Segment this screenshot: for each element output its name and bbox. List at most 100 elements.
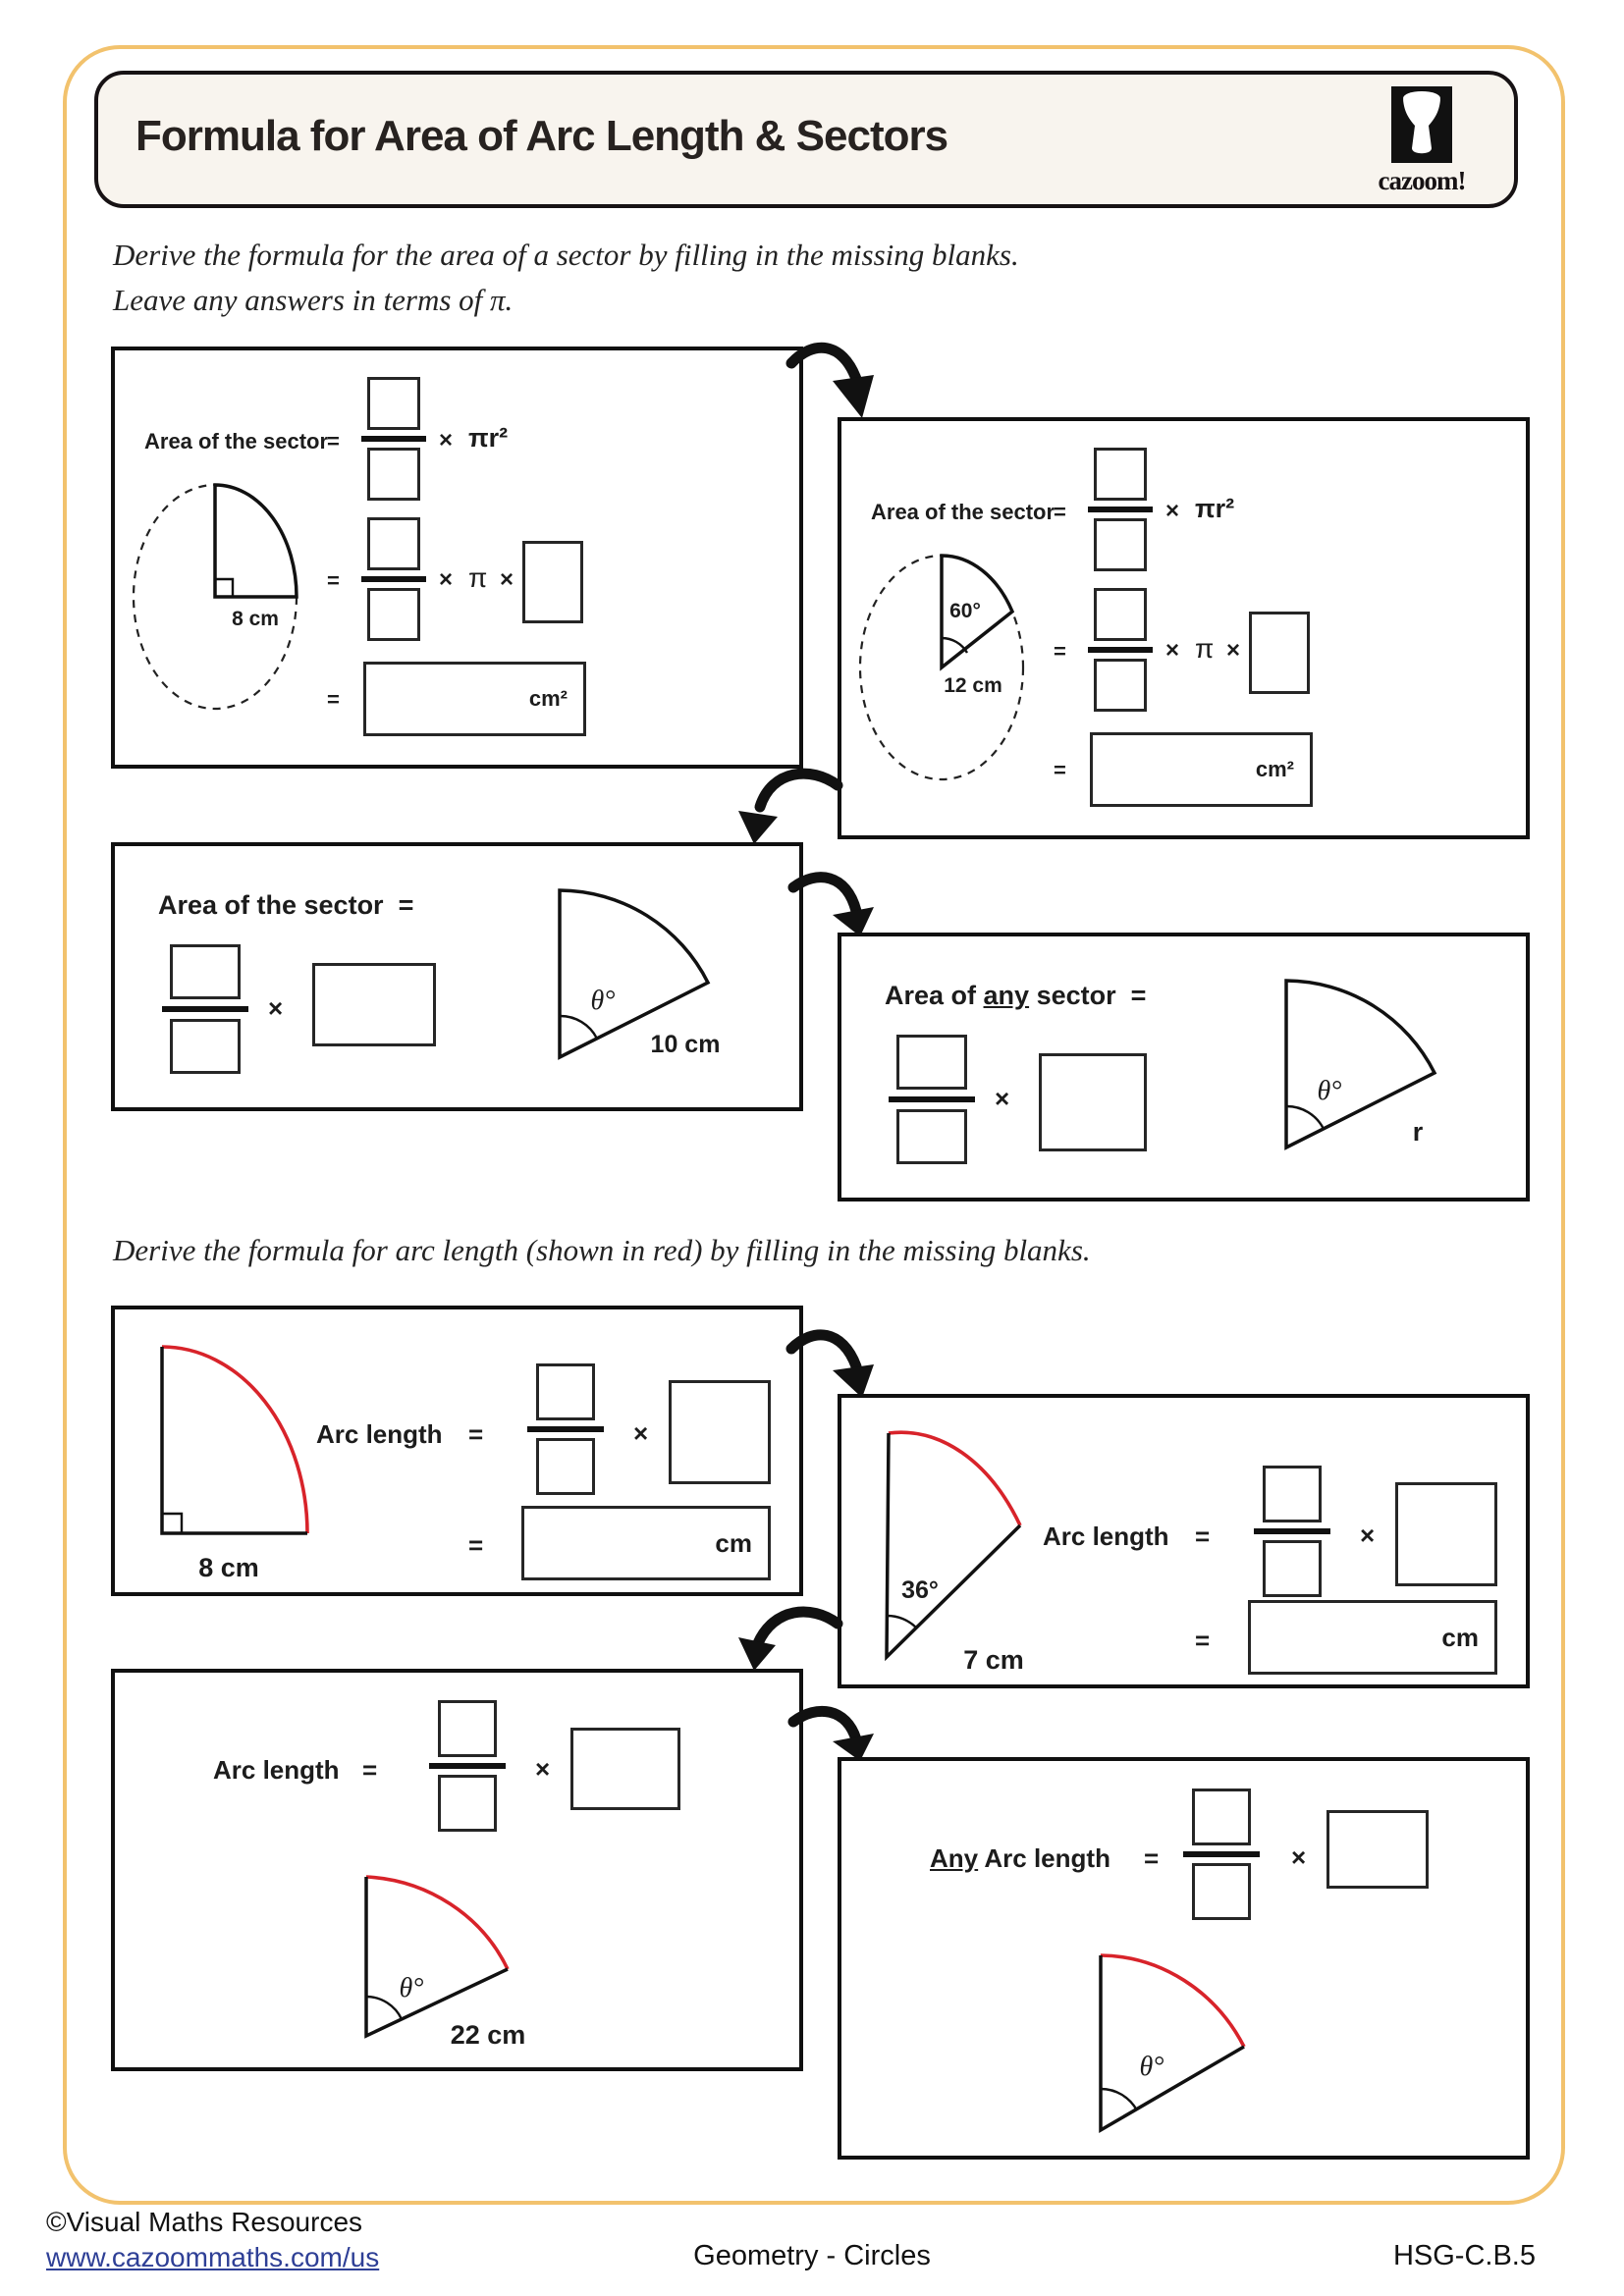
answer-blank[interactable] bbox=[570, 1728, 680, 1810]
fraction-denominator-blank[interactable] bbox=[1192, 1863, 1251, 1920]
fraction-numerator-blank[interactable] bbox=[896, 1035, 967, 1090]
title-box: Formula for Area of Arc Length & Sectors… bbox=[94, 71, 1518, 208]
equals-sign: = bbox=[327, 429, 340, 454]
times-sign: × bbox=[995, 1084, 1010, 1113]
fraction-numerator-blank[interactable] bbox=[438, 1700, 497, 1757]
final-answer-box[interactable]: cm² bbox=[363, 662, 586, 736]
panel8-label: Any Arc length bbox=[930, 1843, 1110, 1874]
drum-icon bbox=[1391, 86, 1452, 163]
times-sign: × bbox=[1226, 637, 1241, 664]
angle-arc-marker bbox=[886, 1614, 917, 1629]
final-answer-box[interactable]: cm² bbox=[1090, 732, 1313, 807]
unit-label: cm bbox=[715, 1527, 752, 1558]
fraction-numerator-blank[interactable] bbox=[367, 377, 420, 430]
panel-sector-theta: Area of the sector = × θ° 10 cm bbox=[111, 842, 803, 1111]
equals-sign: = bbox=[327, 568, 340, 593]
equals-sign: = bbox=[1054, 639, 1066, 664]
fraction-blank bbox=[1183, 1789, 1260, 1920]
final-answer-box[interactable]: cm bbox=[1248, 1600, 1497, 1675]
times-sign: × bbox=[1291, 1842, 1307, 1872]
red-arc bbox=[365, 1875, 510, 1970]
any-sector-diagram: θ° r bbox=[1284, 979, 1437, 1150]
answer-blank[interactable] bbox=[669, 1380, 771, 1484]
equals-sign: = bbox=[468, 1530, 484, 1560]
fraction-numerator-blank[interactable] bbox=[1094, 588, 1147, 641]
angle-arc-marker bbox=[1285, 1104, 1326, 1130]
fraction-bar bbox=[1088, 647, 1153, 653]
sector-outline bbox=[558, 888, 711, 1060]
fraction-numerator-blank[interactable] bbox=[367, 517, 420, 570]
times-sign: × bbox=[500, 566, 514, 593]
arrow-right-icon bbox=[787, 1705, 874, 1761]
radius-label: r bbox=[1413, 1117, 1424, 1147]
equals-sign: = bbox=[398, 890, 414, 920]
red-arc bbox=[1100, 1953, 1246, 2048]
times-sign: × bbox=[633, 1418, 649, 1448]
answer-blank[interactable] bbox=[1039, 1053, 1147, 1151]
copyright-text: ©Visual Maths Resources bbox=[46, 2207, 363, 2237]
final-answer-box[interactable]: cm bbox=[521, 1506, 771, 1580]
panel4-label-pre: Area of bbox=[885, 981, 984, 1010]
angle-arc-marker bbox=[941, 636, 969, 654]
answer-blank[interactable] bbox=[1395, 1482, 1497, 1586]
answer-blank[interactable] bbox=[1249, 612, 1310, 694]
fraction-denominator-blank[interactable] bbox=[170, 1019, 241, 1074]
arrow-left-icon bbox=[738, 1606, 843, 1671]
arrow-right-icon bbox=[787, 872, 874, 936]
fraction-numerator-blank[interactable] bbox=[536, 1363, 595, 1420]
website-link[interactable]: www.cazoommaths.com/us bbox=[46, 2242, 380, 2272]
angle-label: 36° bbox=[901, 1576, 939, 1604]
angle-label: θ° bbox=[1318, 1076, 1342, 1106]
sector-outline bbox=[940, 554, 1015, 671]
fraction-numerator-blank[interactable] bbox=[170, 944, 241, 999]
fraction-denominator-blank[interactable] bbox=[367, 448, 420, 501]
panel4-label-post: sector bbox=[1029, 981, 1116, 1010]
fraction-denominator-blank[interactable] bbox=[438, 1775, 497, 1832]
times-sign: × bbox=[268, 993, 284, 1023]
radius-label: 22 cm bbox=[451, 2020, 526, 2050]
footer-topic-label: Geometry - Circles bbox=[693, 2240, 931, 2271]
fraction-denominator-blank[interactable] bbox=[896, 1109, 967, 1164]
answer-blank[interactable] bbox=[312, 963, 436, 1046]
times-sign: × bbox=[1165, 498, 1180, 524]
fraction-bar bbox=[889, 1096, 975, 1102]
angle-arc-marker bbox=[365, 1995, 404, 2020]
times-sign: × bbox=[535, 1754, 551, 1784]
right-angle-marker bbox=[215, 577, 235, 597]
fraction-blank bbox=[889, 1035, 975, 1164]
arrow-right-icon bbox=[785, 1329, 874, 1398]
radius-lines bbox=[160, 1347, 307, 1535]
fraction-bar bbox=[527, 1426, 604, 1432]
equals-sign: = bbox=[1054, 758, 1066, 782]
fraction-numerator-blank[interactable] bbox=[1192, 1789, 1251, 1845]
panel-any-sector: Area of any sector = × θ° r bbox=[838, 933, 1530, 1201]
answer-blank[interactable] bbox=[522, 541, 583, 623]
panel3-label: Area of the sector = bbox=[158, 890, 413, 921]
fraction-numerator-blank[interactable] bbox=[1094, 448, 1147, 501]
panel6-label: Arc length bbox=[1043, 1522, 1169, 1551]
panel5-label: Arc length bbox=[316, 1419, 443, 1449]
standard-code: HSG-C.B.5 bbox=[1392, 2240, 1536, 2271]
angle-label: θ° bbox=[1140, 2052, 1164, 2082]
fraction-denominator-blank[interactable] bbox=[1263, 1540, 1322, 1597]
arc-quarter-diagram: 8 cm bbox=[160, 1345, 309, 1582]
radius-label: 10 cm bbox=[651, 1031, 721, 1058]
page-title: Formula for Area of Arc Length & Sectors bbox=[135, 112, 948, 160]
panel4-label: Area of any sector = bbox=[885, 981, 1146, 1011]
panel8-label-post: Arc length bbox=[978, 1843, 1110, 1873]
times-sign: × bbox=[439, 427, 454, 454]
fraction-denominator-blank[interactable] bbox=[1094, 518, 1147, 571]
fraction-denominator-blank[interactable] bbox=[1094, 659, 1147, 712]
fraction-bar bbox=[429, 1763, 506, 1769]
page-frame-border bbox=[63, 45, 1565, 2205]
fraction-denominator-blank[interactable] bbox=[536, 1438, 595, 1495]
answer-blank[interactable] bbox=[1326, 1810, 1429, 1889]
fraction-numerator-blank[interactable] bbox=[1263, 1466, 1322, 1522]
panel7-label: Arc length bbox=[213, 1755, 340, 1785]
equals-sign: = bbox=[327, 687, 340, 712]
panel-arclength-quarter: 8 cm Arc length = × = cm bbox=[111, 1306, 803, 1596]
angle-arc-marker bbox=[1100, 2087, 1139, 2111]
fraction-blank bbox=[527, 1363, 604, 1495]
fraction-denominator-blank[interactable] bbox=[367, 588, 420, 641]
